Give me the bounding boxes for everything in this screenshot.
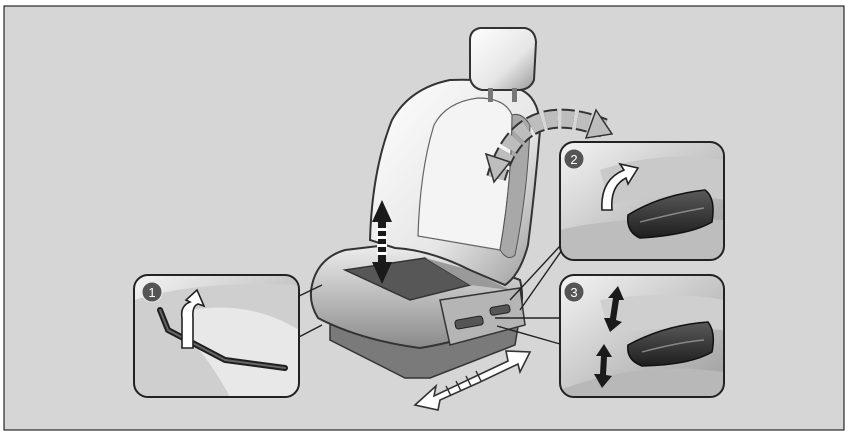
callout-inset-1: 1 xyxy=(134,275,299,397)
callout-number-3: 3 xyxy=(570,285,577,300)
callout-number-1: 1 xyxy=(148,285,155,300)
callout-number-2: 2 xyxy=(570,152,577,167)
callout-inset-2: 2 xyxy=(560,142,724,260)
callout-inset-3: 3 xyxy=(560,275,724,397)
